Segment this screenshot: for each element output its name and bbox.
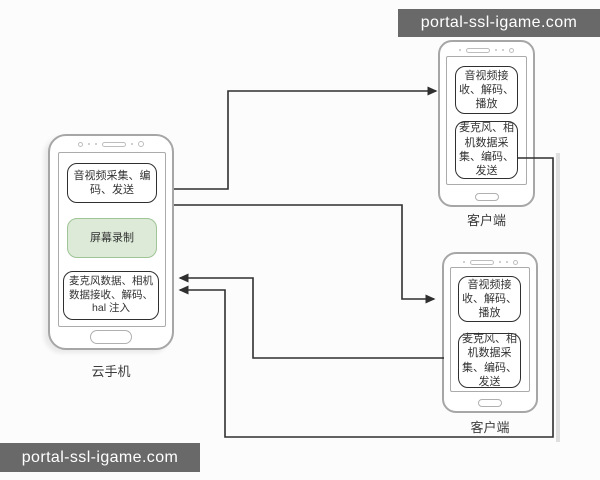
sensor-dot-icon [95, 143, 97, 145]
speaker-icon [469, 259, 494, 265]
speaker-icon [102, 141, 126, 147]
cloud-phone-screen: 音视频采集、编 码、发送 屏幕录制 麦克风数据、相机 数据接收、解码、 hal … [58, 152, 166, 327]
arrow-cloud-to-client-bottom [174, 204, 436, 304]
arrow-cloud-to-client-top [174, 86, 438, 190]
sensor-dot-icon [459, 49, 461, 51]
sensor-dot-icon [505, 261, 508, 263]
phone-top-decoration [444, 258, 536, 266]
sensor-dot-icon [495, 49, 497, 51]
process-box-mic-camera-capture-encode-send: 麦克风、相 机数据采 集、编码、 发送 [455, 121, 518, 179]
client-phone-bottom-device: 音视频接 收、解码、 播放 麦克风、相 机数据采 集、编码、 发送 [442, 252, 538, 413]
speaker-icon [466, 47, 490, 53]
phone-top-decoration [50, 140, 172, 148]
watermark-bottom-left: portal-ssl-igame.com [0, 443, 200, 472]
sensor-dot-icon [462, 261, 465, 263]
sensor-dot-icon [502, 49, 504, 51]
sensor-dot-icon [88, 143, 90, 145]
cloud-phone-device: 音视频采集、编 码、发送 屏幕录制 麦克风数据、相机 数据接收、解码、 hal … [48, 134, 174, 350]
process-box-mic-camera-receive-decode-inject: 麦克风数据、相机 数据接收、解码、 hal 注入 [63, 271, 159, 320]
sensor-dot-icon [498, 261, 501, 263]
sensor-dot-icon [131, 143, 133, 145]
camera-icon [138, 141, 144, 147]
cloud-phone-label: 云手机 [91, 364, 131, 379]
process-box-mic-camera-capture-encode-send: 麦克风、相 机数据采 集、编码、 发送 [458, 333, 521, 388]
client-phone-top-device: 音视频接 收、解码、 播放 麦克风、相 机数据采 集、编码、 发送 [438, 40, 535, 207]
home-button [478, 399, 502, 407]
client-phone-top-label: 客户端 [466, 213, 506, 228]
camera-icon [78, 141, 83, 147]
phone-top-decoration [440, 46, 533, 54]
home-button [474, 193, 499, 201]
process-box-av-receive-decode-play: 音视频接 收、解码、 播放 [455, 66, 518, 114]
process-box-screen-record: 屏幕录制 [67, 218, 157, 258]
client-phone-bottom-label: 客户端 [470, 420, 510, 435]
client-phone-bottom-screen: 音视频接 收、解码、 播放 麦克风、相 机数据采 集、编码、 发送 [450, 267, 530, 392]
camera-icon [512, 259, 518, 265]
watermark-top-right: portal-ssl-igame.com [398, 9, 600, 37]
camera-icon [509, 47, 514, 53]
process-box-av-receive-decode-play: 音视频接 收、解码、 播放 [458, 276, 521, 322]
client-phone-top-screen: 音视频接 收、解码、 播放 麦克风、相 机数据采 集、编码、 发送 [446, 56, 527, 185]
process-box-av-capture-encode-send: 音视频采集、编 码、发送 [67, 163, 157, 203]
arrow-client-bottom-to-cloud [178, 273, 444, 359]
home-button [90, 330, 132, 344]
